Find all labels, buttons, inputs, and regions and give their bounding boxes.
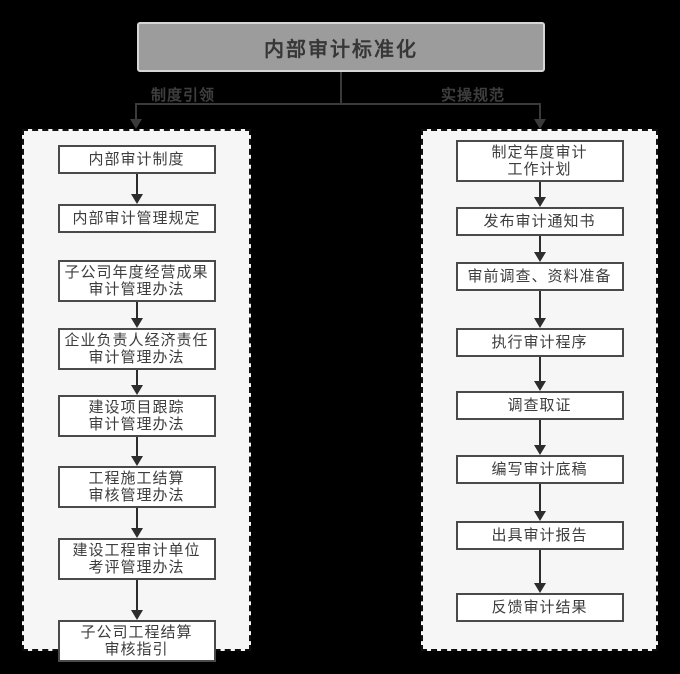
- right-node-4: 执行审计程序: [455, 328, 624, 357]
- down-arrow: [24, 437, 249, 466]
- node-line: 企业负责人经济责任: [64, 332, 209, 349]
- down-arrow: [24, 508, 249, 538]
- down-arrow-left-branch: [129, 104, 143, 129]
- right-node-2: 发布审计通知书: [455, 207, 624, 236]
- left-node-2: 内部审计管理规定: [57, 204, 216, 233]
- right-node-3: 审前调查、资料准备: [455, 262, 624, 291]
- left-node-8: 子公司工程结算 审核指引: [57, 620, 216, 662]
- left-node-6: 工程施工结算 审核管理办法: [57, 466, 216, 508]
- down-arrow: [24, 302, 249, 328]
- left-node-5: 建设项目跟踪 审计管理办法: [57, 395, 216, 437]
- down-arrow: [24, 370, 249, 395]
- right-node-8: 反馈审计结果: [455, 593, 624, 622]
- left-node-7: 建设工程审计单位 考评管理办法: [57, 538, 216, 580]
- node-line: 审计管理办法: [88, 349, 185, 366]
- node-line: 执行审计程序: [491, 334, 588, 351]
- node-line: 审前调查、资料准备: [467, 268, 612, 285]
- node-line: 内部审计制度: [88, 151, 185, 168]
- node-line: 建设工程审计单位: [72, 542, 201, 559]
- down-arrow: [423, 420, 656, 455]
- branch-label-right: 实操规范: [441, 87, 506, 104]
- connector-horizontal-bar: [135, 103, 541, 105]
- down-arrow: [24, 580, 249, 620]
- down-arrow: [423, 550, 656, 593]
- node-line: 审计管理办法: [88, 416, 185, 433]
- left-panel: 内部审计制度 内部审计管理规定 子公司年度经营成果 审计管理办法 企业负责人经济…: [22, 129, 251, 662]
- node-line: 考评管理办法: [88, 559, 185, 576]
- node-line: 建设项目跟踪: [88, 399, 185, 416]
- connector-gap: [24, 233, 249, 260]
- node-line: 出具审计报告: [491, 527, 588, 544]
- down-arrow: [423, 182, 656, 207]
- connector-stem: [340, 72, 342, 104]
- node-line: 子公司工程结算: [80, 624, 193, 641]
- node-line: 调查取证: [507, 397, 572, 414]
- branch-label-left: 制度引领: [151, 87, 216, 104]
- title-box: 内部审计标准化: [137, 22, 545, 72]
- node-line: 工作计划: [507, 161, 572, 178]
- node-line: 工程施工结算: [88, 470, 185, 487]
- node-line: 发布审计通知书: [483, 213, 596, 230]
- right-panel: 制定年度审计 工作计划 发布审计通知书 审前调查、资料准备 执行审计程序 调查取…: [421, 129, 658, 651]
- node-line: 内部审计管理规定: [72, 210, 201, 227]
- node-line: 子公司年度经营成果: [64, 264, 209, 281]
- title-text: 内部审计标准化: [264, 38, 418, 61]
- down-arrow: [423, 484, 656, 521]
- node-line: 反馈审计结果: [491, 599, 588, 616]
- left-node-4: 企业负责人经济责任 审计管理办法: [57, 328, 216, 370]
- down-arrow-right-branch: [533, 104, 547, 129]
- down-arrow: [423, 357, 656, 391]
- right-node-7: 出具审计报告: [455, 521, 624, 550]
- left-node-3: 子公司年度经营成果 审计管理办法: [57, 260, 216, 302]
- node-line: 审计管理办法: [88, 281, 185, 298]
- node-line: 审核指引: [104, 641, 169, 658]
- down-arrow: [423, 291, 656, 328]
- left-node-1: 内部审计制度: [57, 145, 216, 174]
- down-arrow: [423, 236, 656, 262]
- right-node-1: 制定年度审计 工作计划: [455, 140, 624, 182]
- node-line: 审核管理办法: [88, 487, 185, 504]
- node-line: 制定年度审计: [491, 144, 588, 161]
- down-arrow: [24, 174, 249, 204]
- node-line: 编写审计底稿: [491, 461, 588, 478]
- right-node-6: 编写审计底稿: [455, 455, 624, 484]
- right-node-5: 调查取证: [455, 391, 624, 420]
